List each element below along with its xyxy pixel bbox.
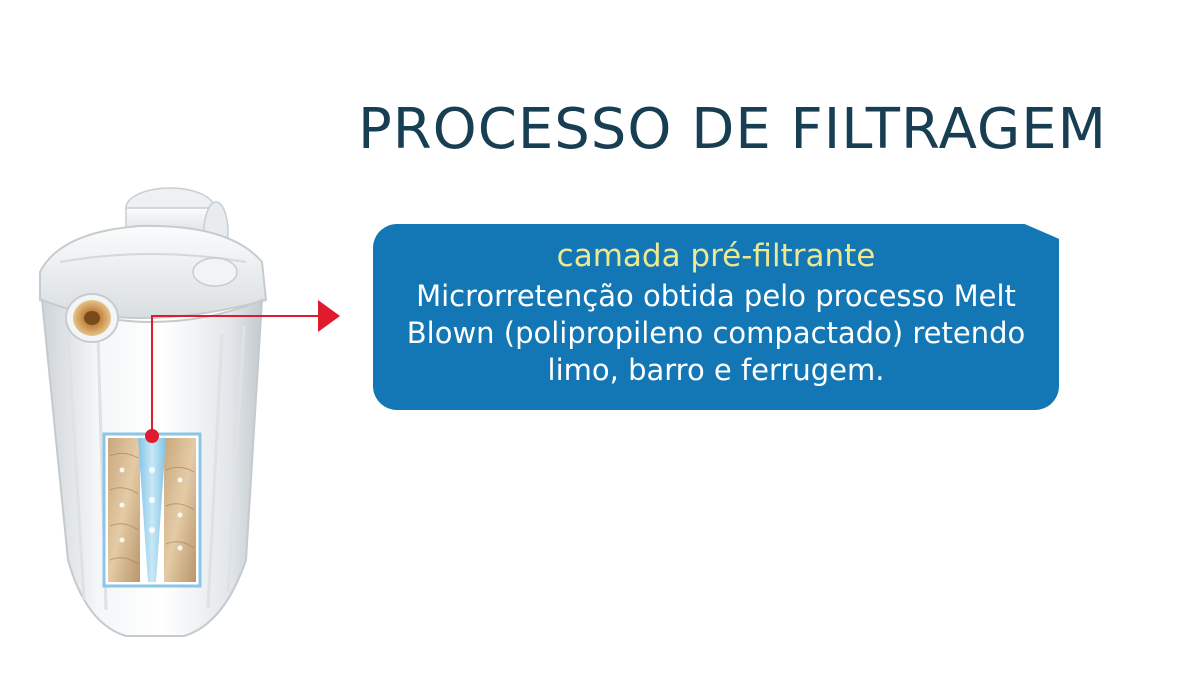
callout-line: Microrretenção obtida pelo processo Melt — [416, 279, 1016, 313]
pointer-arrow — [145, 300, 340, 443]
inlet-port — [65, 293, 119, 343]
filter-housing-illustration — [39, 187, 340, 637]
callout-line: Blown (polipropileno compactado) retendo — [406, 316, 1026, 350]
callout-description: Microrretenção obtida pelo processo Melt… — [397, 278, 1035, 389]
filter-cartridge-cutaway — [102, 432, 202, 588]
page-title: PROCESSO DE FILTRAGEM — [358, 97, 1107, 162]
info-callout: camada pré-filtrante Microrretenção obti… — [373, 224, 1059, 410]
callout-heading: camada pré-filtrante — [556, 238, 876, 274]
callout-line: limo, barro e ferrugem. — [547, 353, 885, 387]
